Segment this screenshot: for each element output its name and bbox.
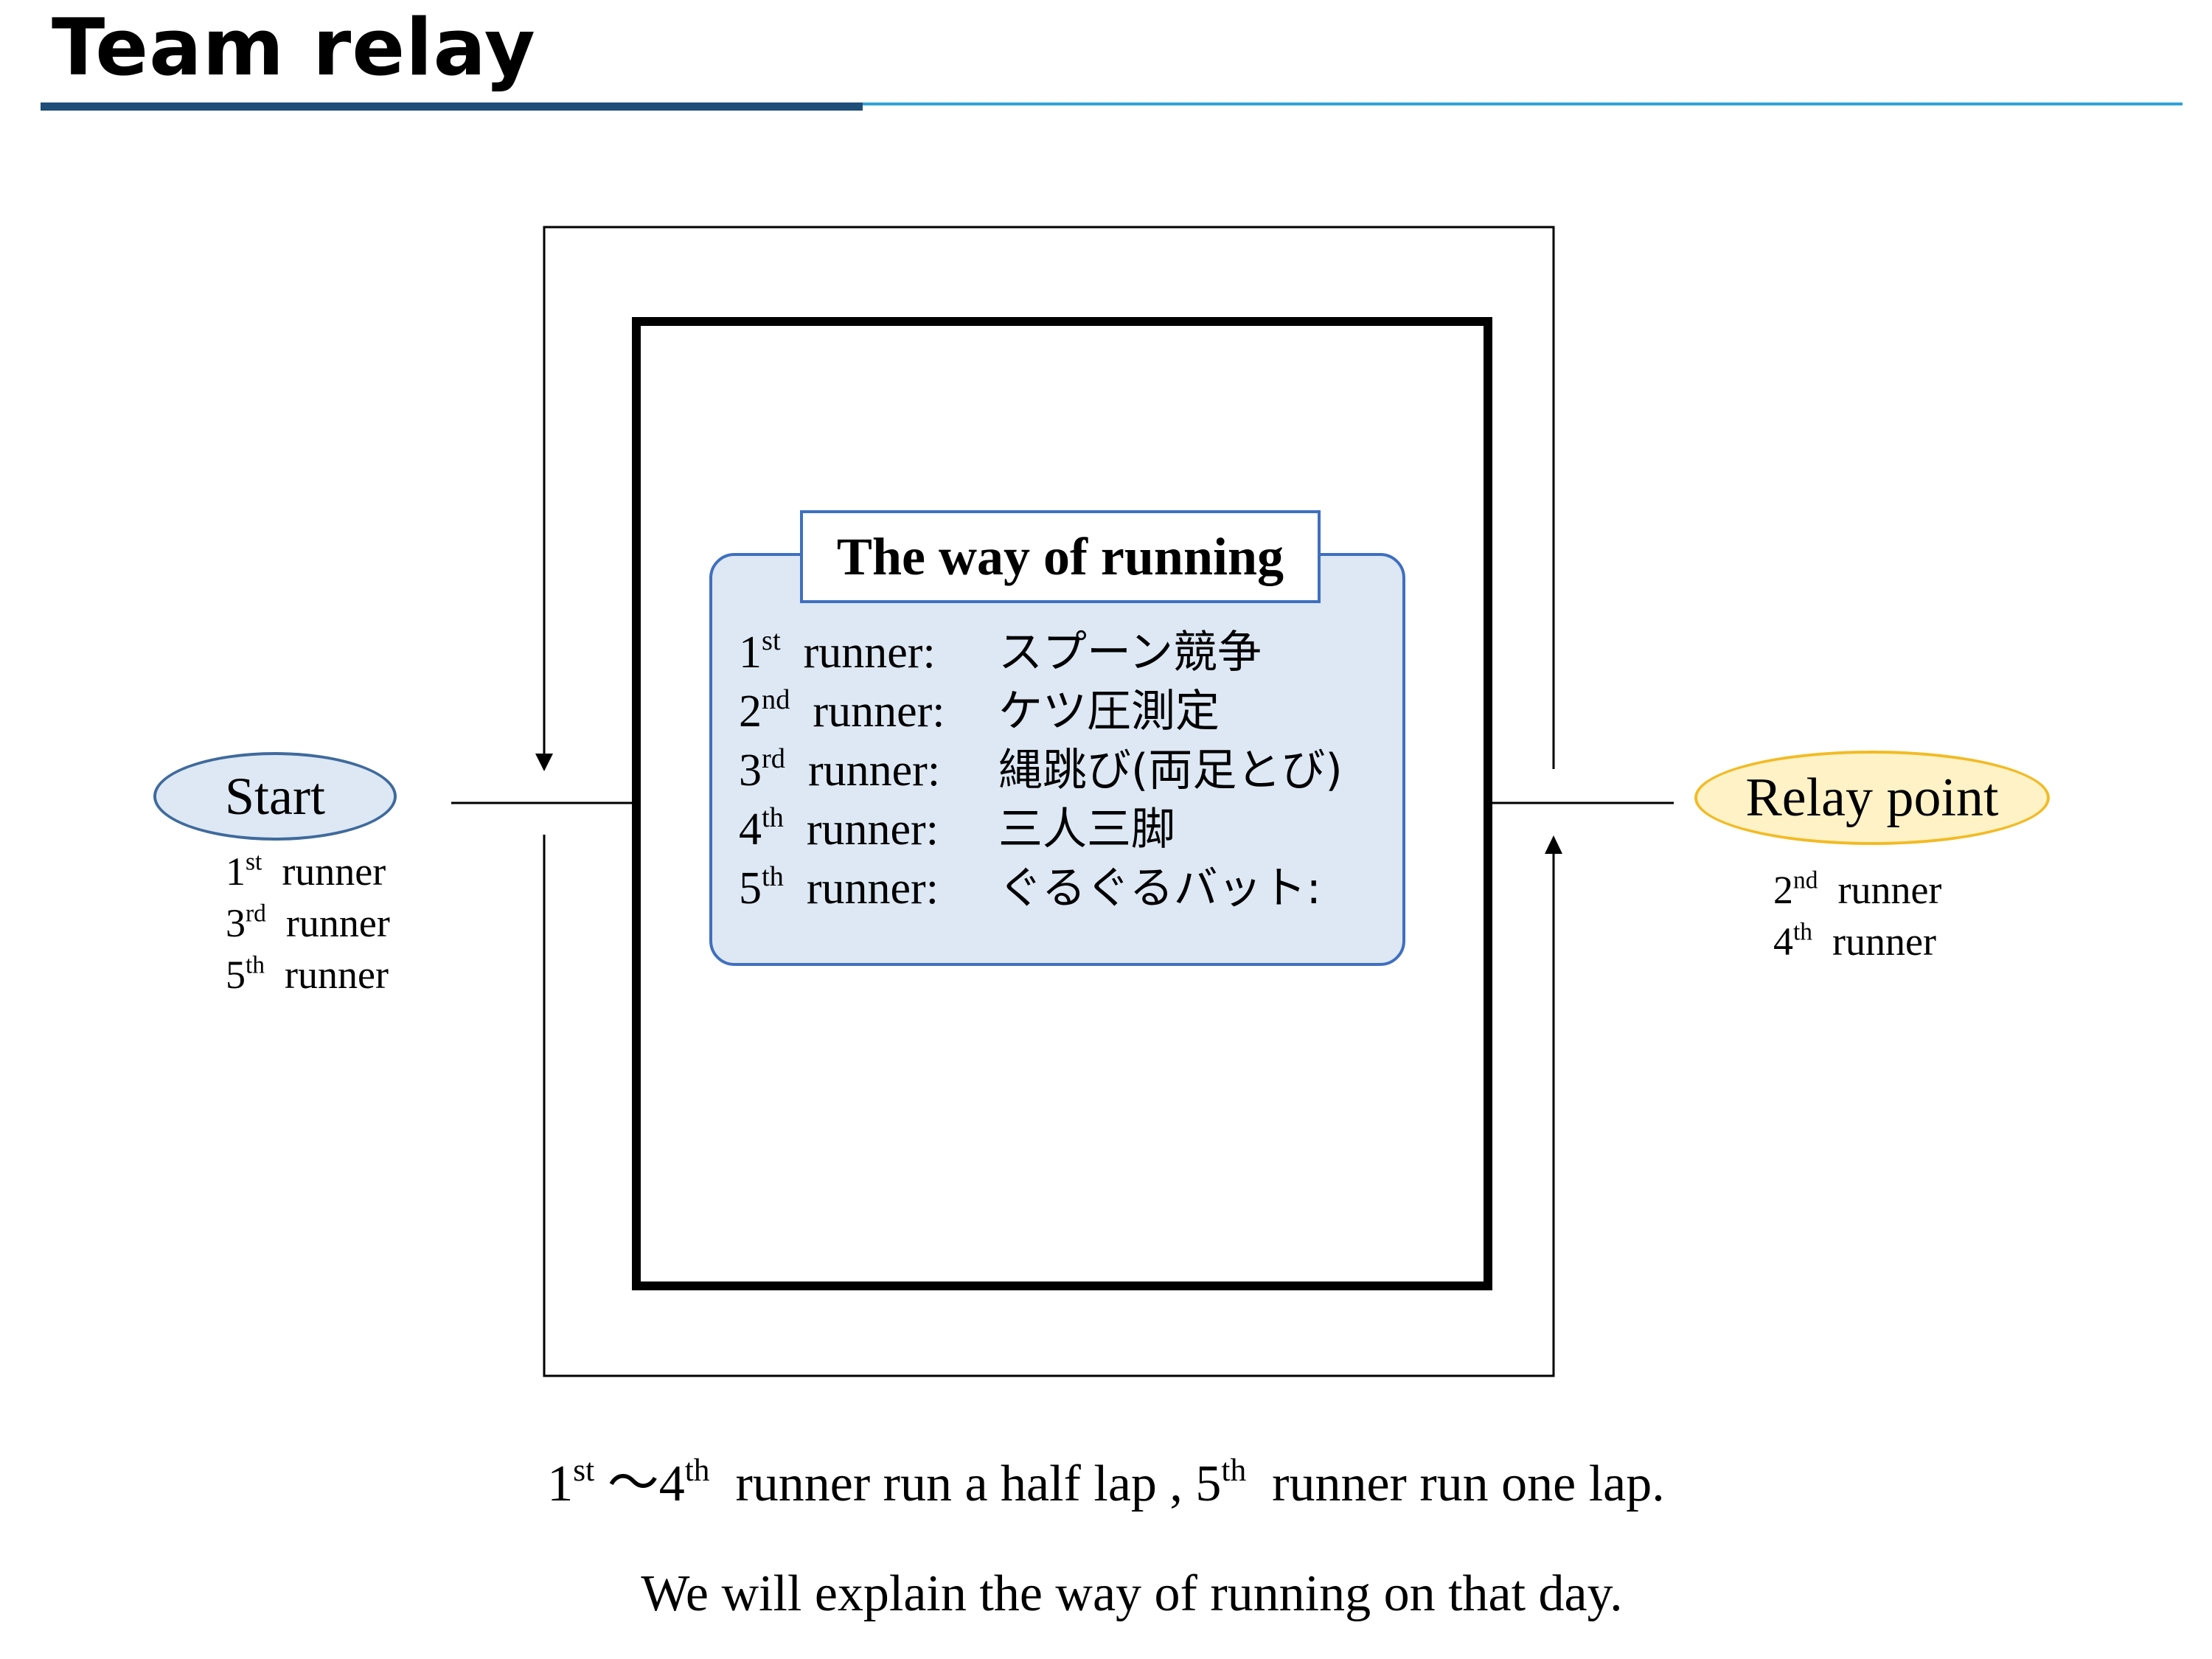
title-underline-light (863, 102, 2183, 105)
track-bottom-arrowhead (1545, 835, 1562, 854)
way-of-running-list: 1st runner: スプーン競争 2nd runner: ケツ圧測定 3rd… (739, 623, 1343, 918)
title-underline-dark (41, 102, 863, 111)
start-label: Start (225, 766, 325, 826)
way-task: スプーン競争 (998, 627, 1262, 678)
way-row: 3rd runner: 縄跳び(両足とび) (739, 741, 1343, 800)
way-task: 三人三脚 (998, 804, 1175, 855)
relay-runner-list: 2nd runner 4th runner (1773, 864, 1941, 967)
start-oval: Start (153, 752, 397, 841)
explain-note: We will explain the way of running on th… (641, 1565, 1623, 1622)
way-of-running-box (709, 553, 1405, 966)
relay-point-oval: Relay point (1694, 751, 2050, 845)
track-top-arrowhead (535, 754, 553, 771)
way-task: ケツ圧測定 (998, 686, 1220, 737)
way-row: 4th runner: 三人三脚 (739, 800, 1343, 859)
track-bottom (543, 835, 1555, 1377)
lap-note: 1st ～4th runner run a half lap , 5th run… (547, 1453, 1665, 1512)
relay-runner-item: 2nd runner (1773, 866, 1942, 912)
relay-point-label: Relay point (1745, 767, 1999, 828)
way-of-running-title: The way of running (800, 510, 1321, 603)
page-title: Team relay (52, 2, 536, 93)
relay-runner-item: 4th runner (1773, 918, 1936, 964)
start-runner-item: 1st runner (226, 848, 386, 894)
way-row: 5th runner: ぐるぐるバット: (739, 859, 1343, 918)
start-runner-item: 5th runner (226, 951, 389, 997)
start-runner-item: 3rd runner (226, 900, 390, 945)
start-runner-list: 1st runner 3rd runner 5th runner (226, 846, 390, 1001)
track-top (543, 226, 1555, 769)
way-task: ぐるぐるバット: (998, 863, 1321, 914)
way-task: 縄跳び(両足とび) (998, 745, 1343, 796)
way-row: 2nd runner: ケツ圧測定 (739, 682, 1343, 741)
way-row: 1st runner: スプーン競争 (739, 623, 1343, 682)
